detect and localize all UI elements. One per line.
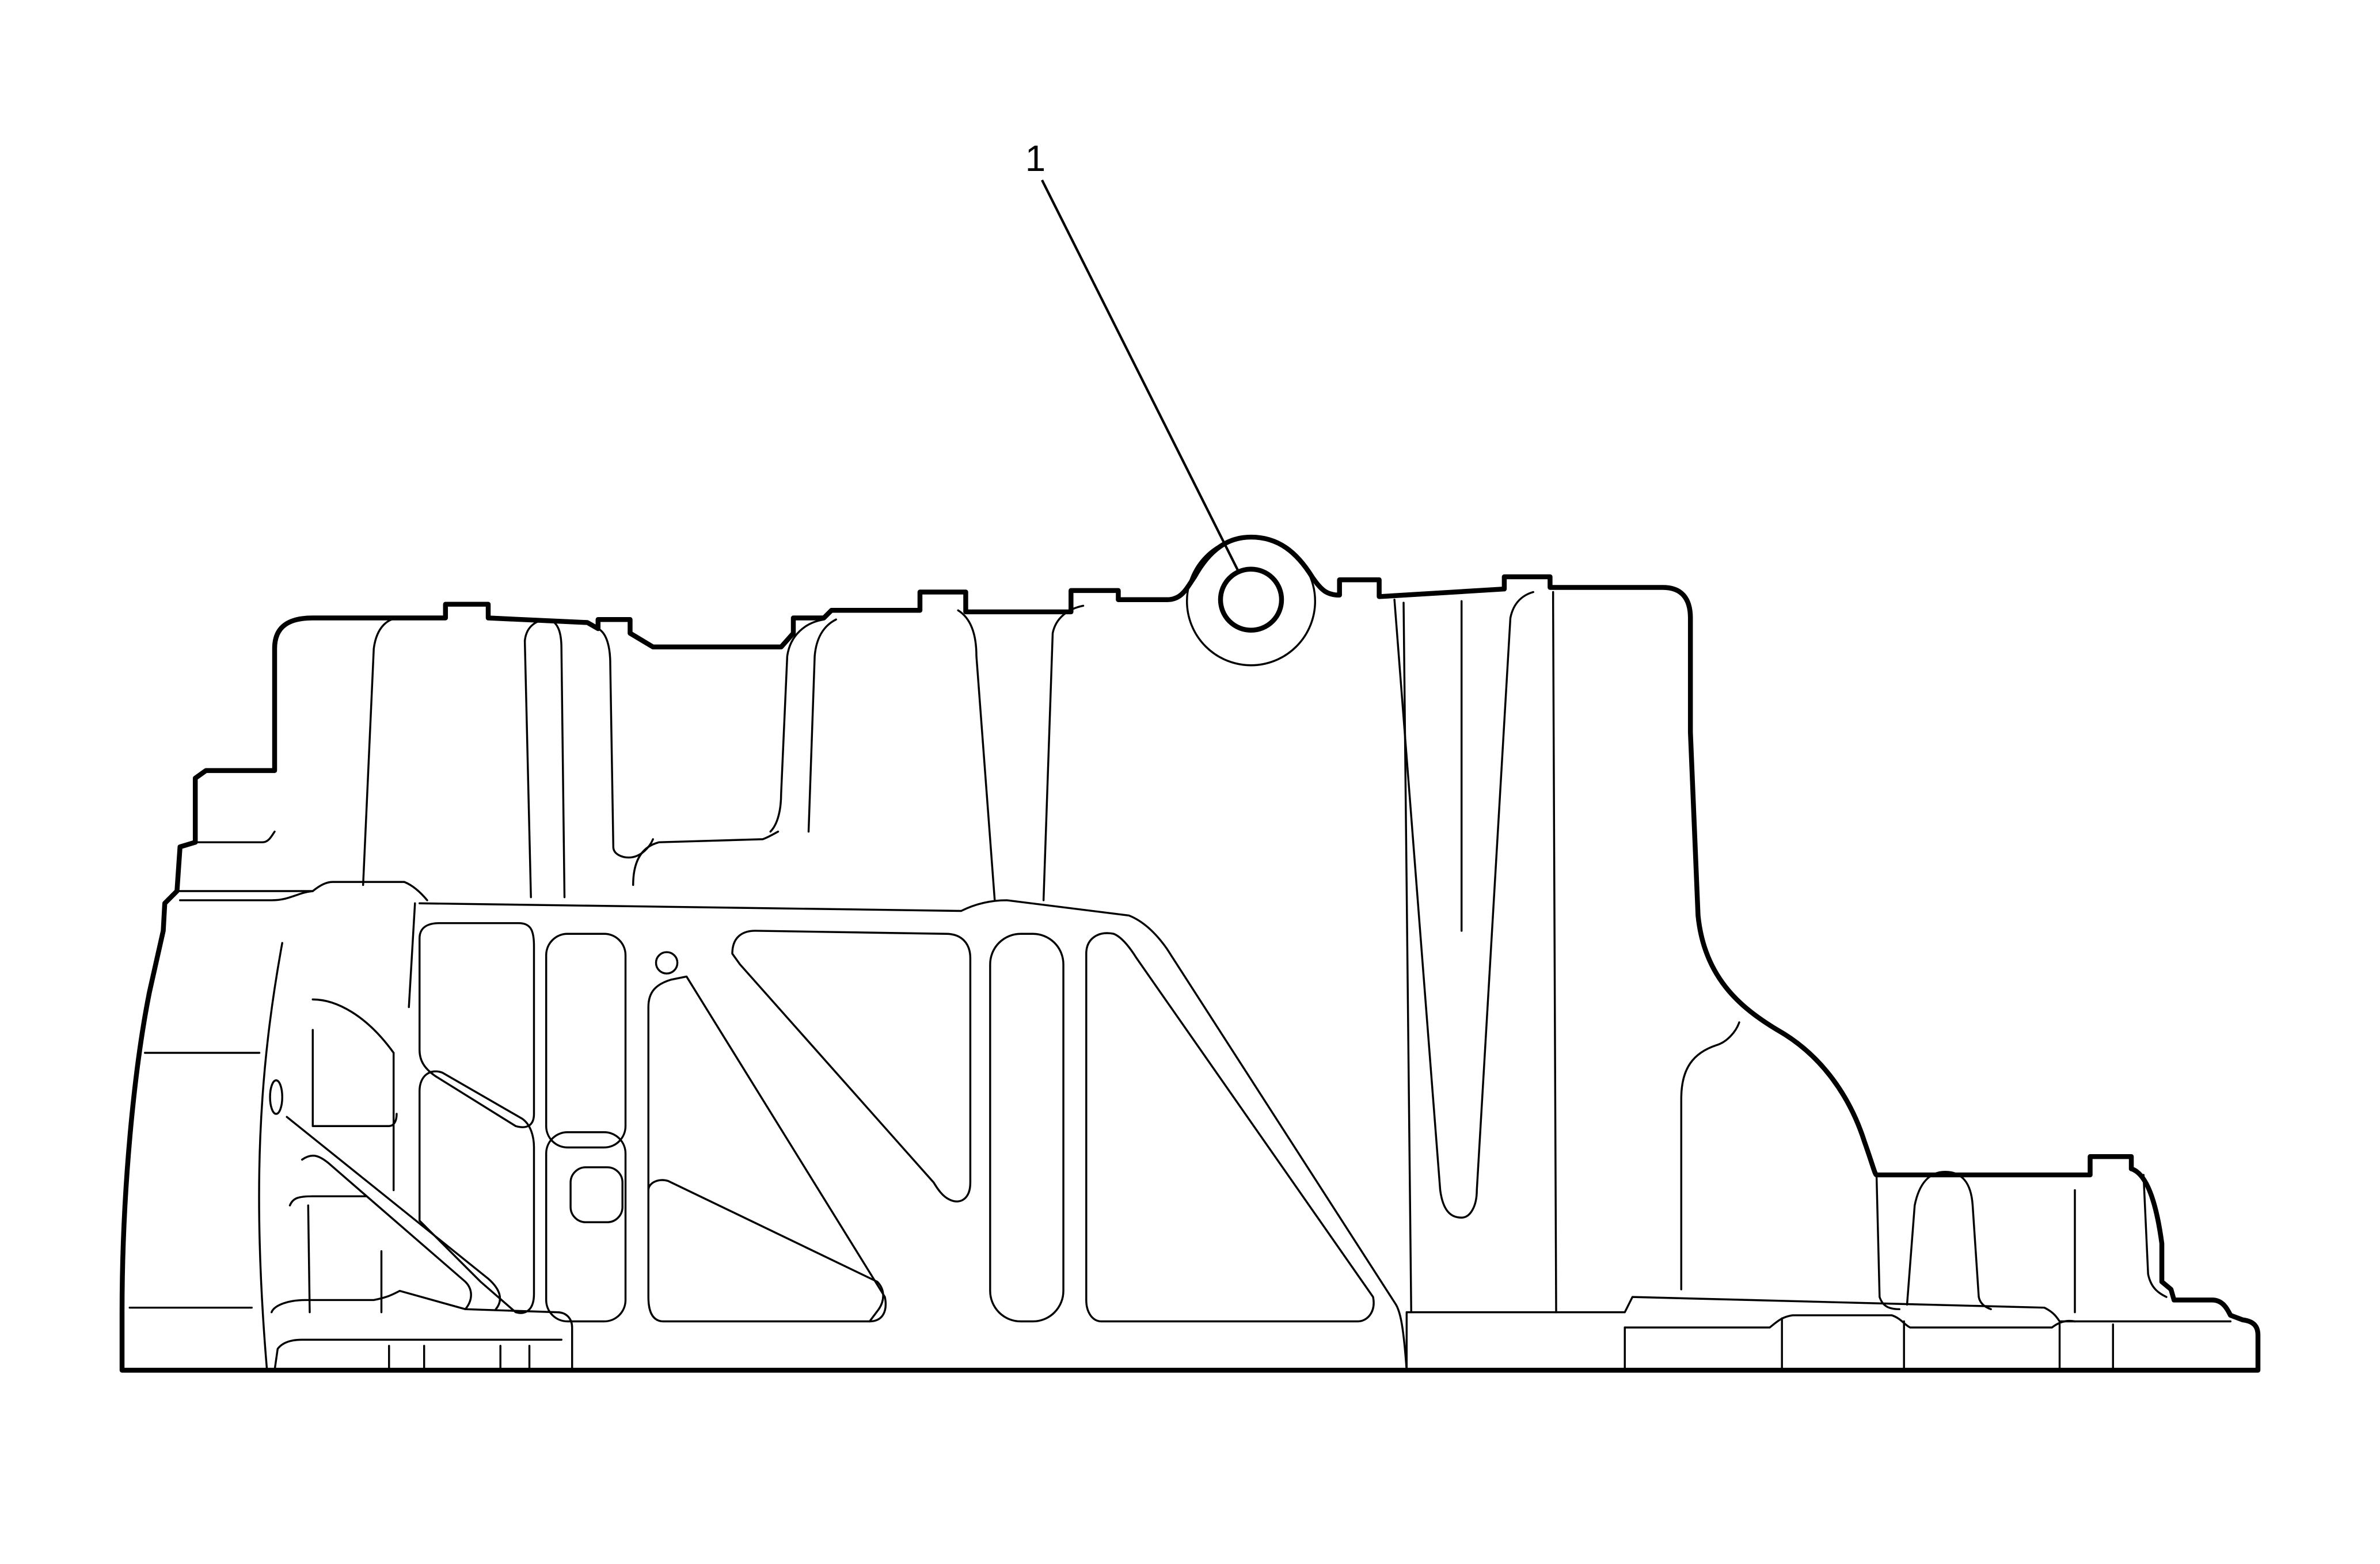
bottom-flange-right xyxy=(1405,1296,2232,1372)
diag-brace-1 xyxy=(1085,932,1375,1323)
pocket-5 xyxy=(569,1166,623,1223)
drain-boss-outer xyxy=(1185,536,1317,667)
rib-upper-left-2 xyxy=(523,618,566,899)
waffle-left-edge xyxy=(408,902,416,1009)
callout-leader-line-1 xyxy=(1041,179,1240,573)
rib-upper-left-3 xyxy=(523,640,532,899)
bottom-left-flange-2 xyxy=(273,1338,562,1372)
small-slot xyxy=(269,1079,283,1115)
diag-brace-4 xyxy=(301,1154,472,1311)
pocket-3 xyxy=(545,933,627,1149)
bottom-flange-right-2 xyxy=(1624,1314,2076,1329)
rib-upper-mid-5 xyxy=(632,830,780,886)
rib-upper-left-1 xyxy=(362,617,401,886)
rib-upper-left-4 xyxy=(597,627,654,859)
lower-right-edge xyxy=(2142,1174,2168,1298)
lower-right-lobe xyxy=(1680,1021,1740,1291)
bottom-left-flange xyxy=(270,1289,573,1372)
left-inner-box-2 xyxy=(288,1195,383,1314)
small-hole xyxy=(655,951,679,975)
lower-right-rib xyxy=(1875,1174,1900,1311)
rib-right-2 xyxy=(1402,602,1412,1314)
diag-brace-3 xyxy=(286,1116,501,1311)
pocket-6 xyxy=(419,922,535,1128)
pocket-1 xyxy=(647,975,887,1323)
pocket-2 xyxy=(647,1179,884,1323)
rib-upper-mid-4 xyxy=(1042,604,1085,901)
callout-label-1: 1 xyxy=(1025,138,1045,179)
slot-1 xyxy=(989,933,1064,1323)
lower-right-flute xyxy=(1906,1171,1992,1311)
rib-upper-left-5 xyxy=(176,881,428,901)
ledge-left-2 xyxy=(178,890,314,901)
rib-upper-mid-1 xyxy=(769,618,825,833)
pocket-4 xyxy=(545,1131,627,1323)
left-inner-box-1 xyxy=(311,998,398,1192)
rib-upper-mid-2 xyxy=(807,618,837,833)
v-groove xyxy=(1393,591,1534,1219)
diag-brace-2 xyxy=(731,930,972,1203)
drain-plug-hole xyxy=(1218,566,1284,633)
ledge-left xyxy=(194,830,276,843)
rib-right-1 xyxy=(1552,591,1557,1314)
waffle-top-edge xyxy=(419,899,1408,1372)
left-inner-curve xyxy=(258,942,283,1372)
pocket-7 xyxy=(419,1070,535,1314)
oil-pan-outline xyxy=(119,534,2261,1373)
rib-upper-mid-3 xyxy=(957,609,996,901)
